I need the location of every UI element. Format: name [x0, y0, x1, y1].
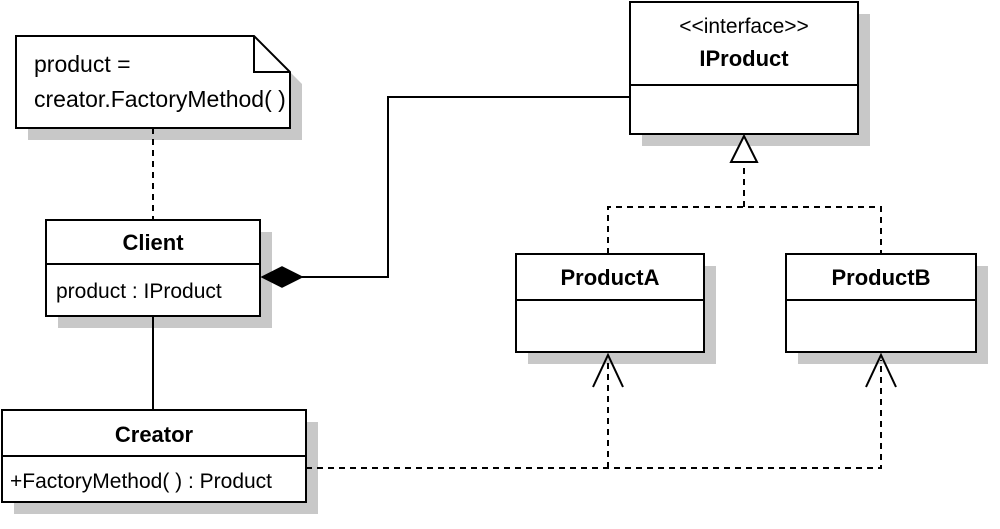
product-a-dependency-arrowhead: [592, 352, 624, 388]
creator-product-b-dependency: [306, 360, 882, 469]
note-shape: [15, 35, 291, 129]
creator-class: Creator +FactoryMethod( ) : Product: [1, 409, 318, 514]
product-a-box: [515, 253, 705, 353]
iproduct-interface: <<interface>> IProduct: [629, 1, 870, 146]
client-box: [45, 219, 261, 317]
iproduct-box: [629, 1, 859, 135]
product-b-name: ProductB: [832, 265, 931, 290]
product-b-class: ProductB: [785, 253, 988, 364]
creator-name: Creator: [115, 422, 194, 447]
creator-operation: +FactoryMethod( ) : Product: [10, 470, 272, 493]
iproduct-name: IProduct: [699, 46, 789, 71]
note-line-1: product =: [34, 51, 131, 77]
composition-line: [302, 96, 630, 278]
client-attribute: product : IProduct: [56, 280, 222, 303]
realization-branch: [607, 206, 882, 254]
product-b-dependency-arrowhead: [865, 352, 897, 388]
product-a-name: ProductA: [561, 265, 660, 290]
product-a-class: ProductA: [515, 253, 716, 364]
composition-diamond: [260, 266, 304, 288]
note-line-2: creator.FactoryMethod( ): [34, 86, 286, 112]
realization-triangle: [729, 133, 759, 163]
note-fold: [253, 36, 290, 73]
iproduct-stereotype: <<interface>>: [679, 15, 809, 38]
product-b-box: [785, 253, 977, 353]
client-class: Client product : IProduct: [45, 219, 272, 328]
note: product = creator.FactoryMethod( ): [15, 35, 302, 140]
client-name: Client: [122, 230, 184, 255]
